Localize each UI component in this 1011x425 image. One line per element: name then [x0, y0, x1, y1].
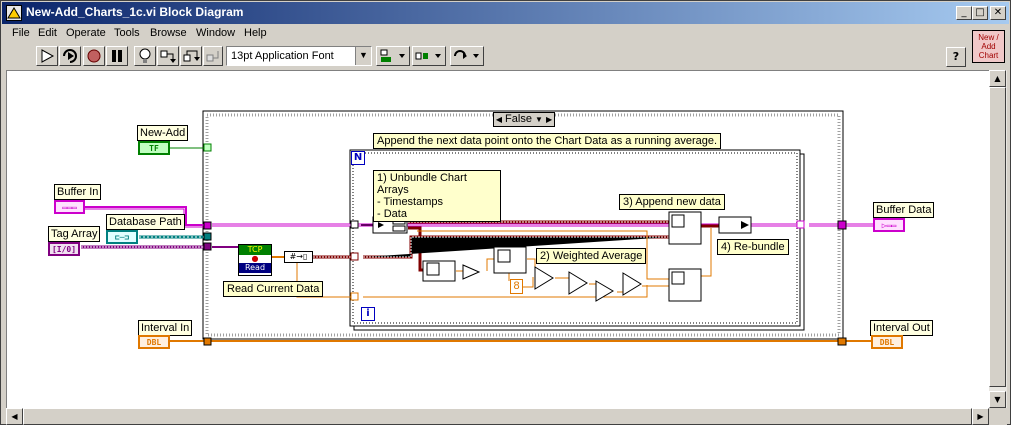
comment-unbundle-line2: - Data: [377, 208, 407, 220]
font-selector[interactable]: 13pt Application Font ▼: [226, 46, 372, 66]
comment-append-running-average: Append the next data point onto the Char…: [373, 133, 722, 149]
run-continuous-icon[interactable]: [59, 46, 81, 66]
read-current-data-subvi[interactable]: TCP ● Read: [238, 244, 272, 276]
comment-append-new-data: 3) Append new data: [619, 194, 725, 210]
label-buffer-in: Buffer In: [54, 184, 102, 200]
vertical-scrollbar[interactable]: ▲ ▼: [989, 70, 1007, 408]
scroll-right-icon[interactable]: ▶: [972, 408, 989, 425]
menu-edit[interactable]: Edit: [38, 27, 57, 39]
window-title: New-Add_Charts_1c.vi Block Diagram: [26, 5, 244, 19]
loop-count-terminal[interactable]: N: [351, 151, 365, 165]
menu-help[interactable]: Help: [244, 27, 267, 39]
scroll-down-icon[interactable]: ▼: [989, 391, 1006, 408]
label-interval-in: Interval In: [138, 320, 193, 336]
comment-unbundle: 1) Unbundle Chart Arrays - Timestamps - …: [373, 170, 501, 222]
read-node-icon: ●: [251, 254, 259, 263]
abort-icon[interactable]: [83, 46, 105, 66]
vi-connector-icon[interactable]: New / Add Chart: [972, 30, 1005, 63]
pause-icon[interactable]: [106, 46, 128, 66]
vi-icon-line2: Add: [981, 42, 996, 51]
maximize-button[interactable]: □: [972, 6, 988, 20]
terminal-buffer-data[interactable]: ▷▭▭: [873, 218, 905, 232]
chevron-down-icon[interactable]: ▼: [355, 47, 371, 65]
read-node-footer: Read: [239, 263, 271, 273]
convert-to-array-node[interactable]: #→▯: [284, 251, 313, 263]
label-tag-array: Tag Array: [48, 226, 101, 242]
highlight-execution-icon[interactable]: [134, 46, 156, 66]
label-database-path: Database Path: [106, 214, 185, 230]
vi-icon-line1: New /: [978, 33, 999, 42]
comment-weighted-average: 2) Weighted Average: [536, 248, 647, 264]
title-bar[interactable]: New-Add_Charts_1c.vi Block Diagram _ □ ✕: [2, 2, 1009, 24]
chevron-down-icon[interactable]: ▼: [535, 115, 543, 124]
terminal-interval-out[interactable]: DBL: [871, 335, 903, 349]
scrollbar-corner: [989, 408, 1007, 425]
scroll-left-icon[interactable]: ◀: [6, 408, 23, 425]
align-objects-icon[interactable]: [376, 46, 410, 66]
minimize-button[interactable]: _: [956, 6, 972, 20]
menu-operate[interactable]: Operate: [66, 27, 106, 39]
constant-eight[interactable]: 8: [510, 279, 523, 294]
case-next-icon[interactable]: ▶: [546, 115, 553, 124]
loop-iteration-terminal[interactable]: i: [361, 307, 375, 321]
labview-app-icon: [6, 5, 22, 21]
menu-window[interactable]: Window: [196, 27, 236, 39]
terminal-new-add[interactable]: TF: [138, 141, 170, 155]
comment-unbundle-title: 1) Unbundle Chart Arrays: [377, 172, 467, 196]
menu-bar: File Edit Operate Tools Browse Window He…: [2, 25, 962, 43]
menu-file[interactable]: File: [12, 27, 30, 39]
comment-unbundle-line1: - Timestamps: [377, 196, 444, 208]
distribute-objects-icon[interactable]: [412, 46, 446, 66]
label-interval-out: Interval Out: [870, 320, 933, 336]
run-arrow-icon[interactable]: [36, 46, 58, 66]
terminal-buffer-in[interactable]: ▭▭▭: [54, 200, 85, 214]
menu-tools[interactable]: Tools: [114, 27, 140, 39]
vi-icon-line3: Chart: [978, 51, 999, 60]
terminal-tag-array[interactable]: [I/0]: [48, 242, 80, 256]
horizontal-scroll-thumb[interactable]: [23, 408, 972, 425]
font-selector-value: 13pt Application Font: [231, 50, 334, 62]
help-icon[interactable]: ?: [946, 47, 966, 67]
step-out-icon[interactable]: [203, 46, 223, 66]
menu-browse[interactable]: Browse: [150, 27, 187, 39]
step-over-icon[interactable]: [180, 46, 202, 66]
scroll-up-icon[interactable]: ▲: [989, 70, 1006, 87]
toolbar: 13pt Application Font ▼: [2, 44, 962, 68]
case-prev-icon[interactable]: ◀: [495, 115, 502, 124]
read-node-header: TCP: [239, 245, 271, 255]
comment-re-bundle: 4) Re-bundle: [717, 239, 789, 255]
horizontal-scrollbar[interactable]: ◀ ▶: [6, 408, 989, 425]
reorder-icon[interactable]: [450, 46, 484, 66]
terminal-interval-in[interactable]: DBL: [138, 335, 170, 349]
terminal-database-path[interactable]: ⊏─⊐: [106, 230, 138, 244]
vertical-scroll-thumb[interactable]: [989, 87, 1006, 387]
close-button[interactable]: ✕: [990, 6, 1006, 20]
label-buffer-data: Buffer Data: [873, 202, 935, 218]
case-selector-value: False: [505, 113, 532, 125]
label-new-add: New-Add: [137, 125, 189, 141]
step-into-icon[interactable]: [157, 46, 179, 66]
comment-read-current-data: Read Current Data: [223, 281, 324, 297]
block-diagram-canvas[interactable]: New-Add TF Buffer In ▭▭▭ Database Path ⊏…: [6, 70, 989, 408]
case-selector[interactable]: ◀ False ▼ ▶: [493, 112, 555, 127]
